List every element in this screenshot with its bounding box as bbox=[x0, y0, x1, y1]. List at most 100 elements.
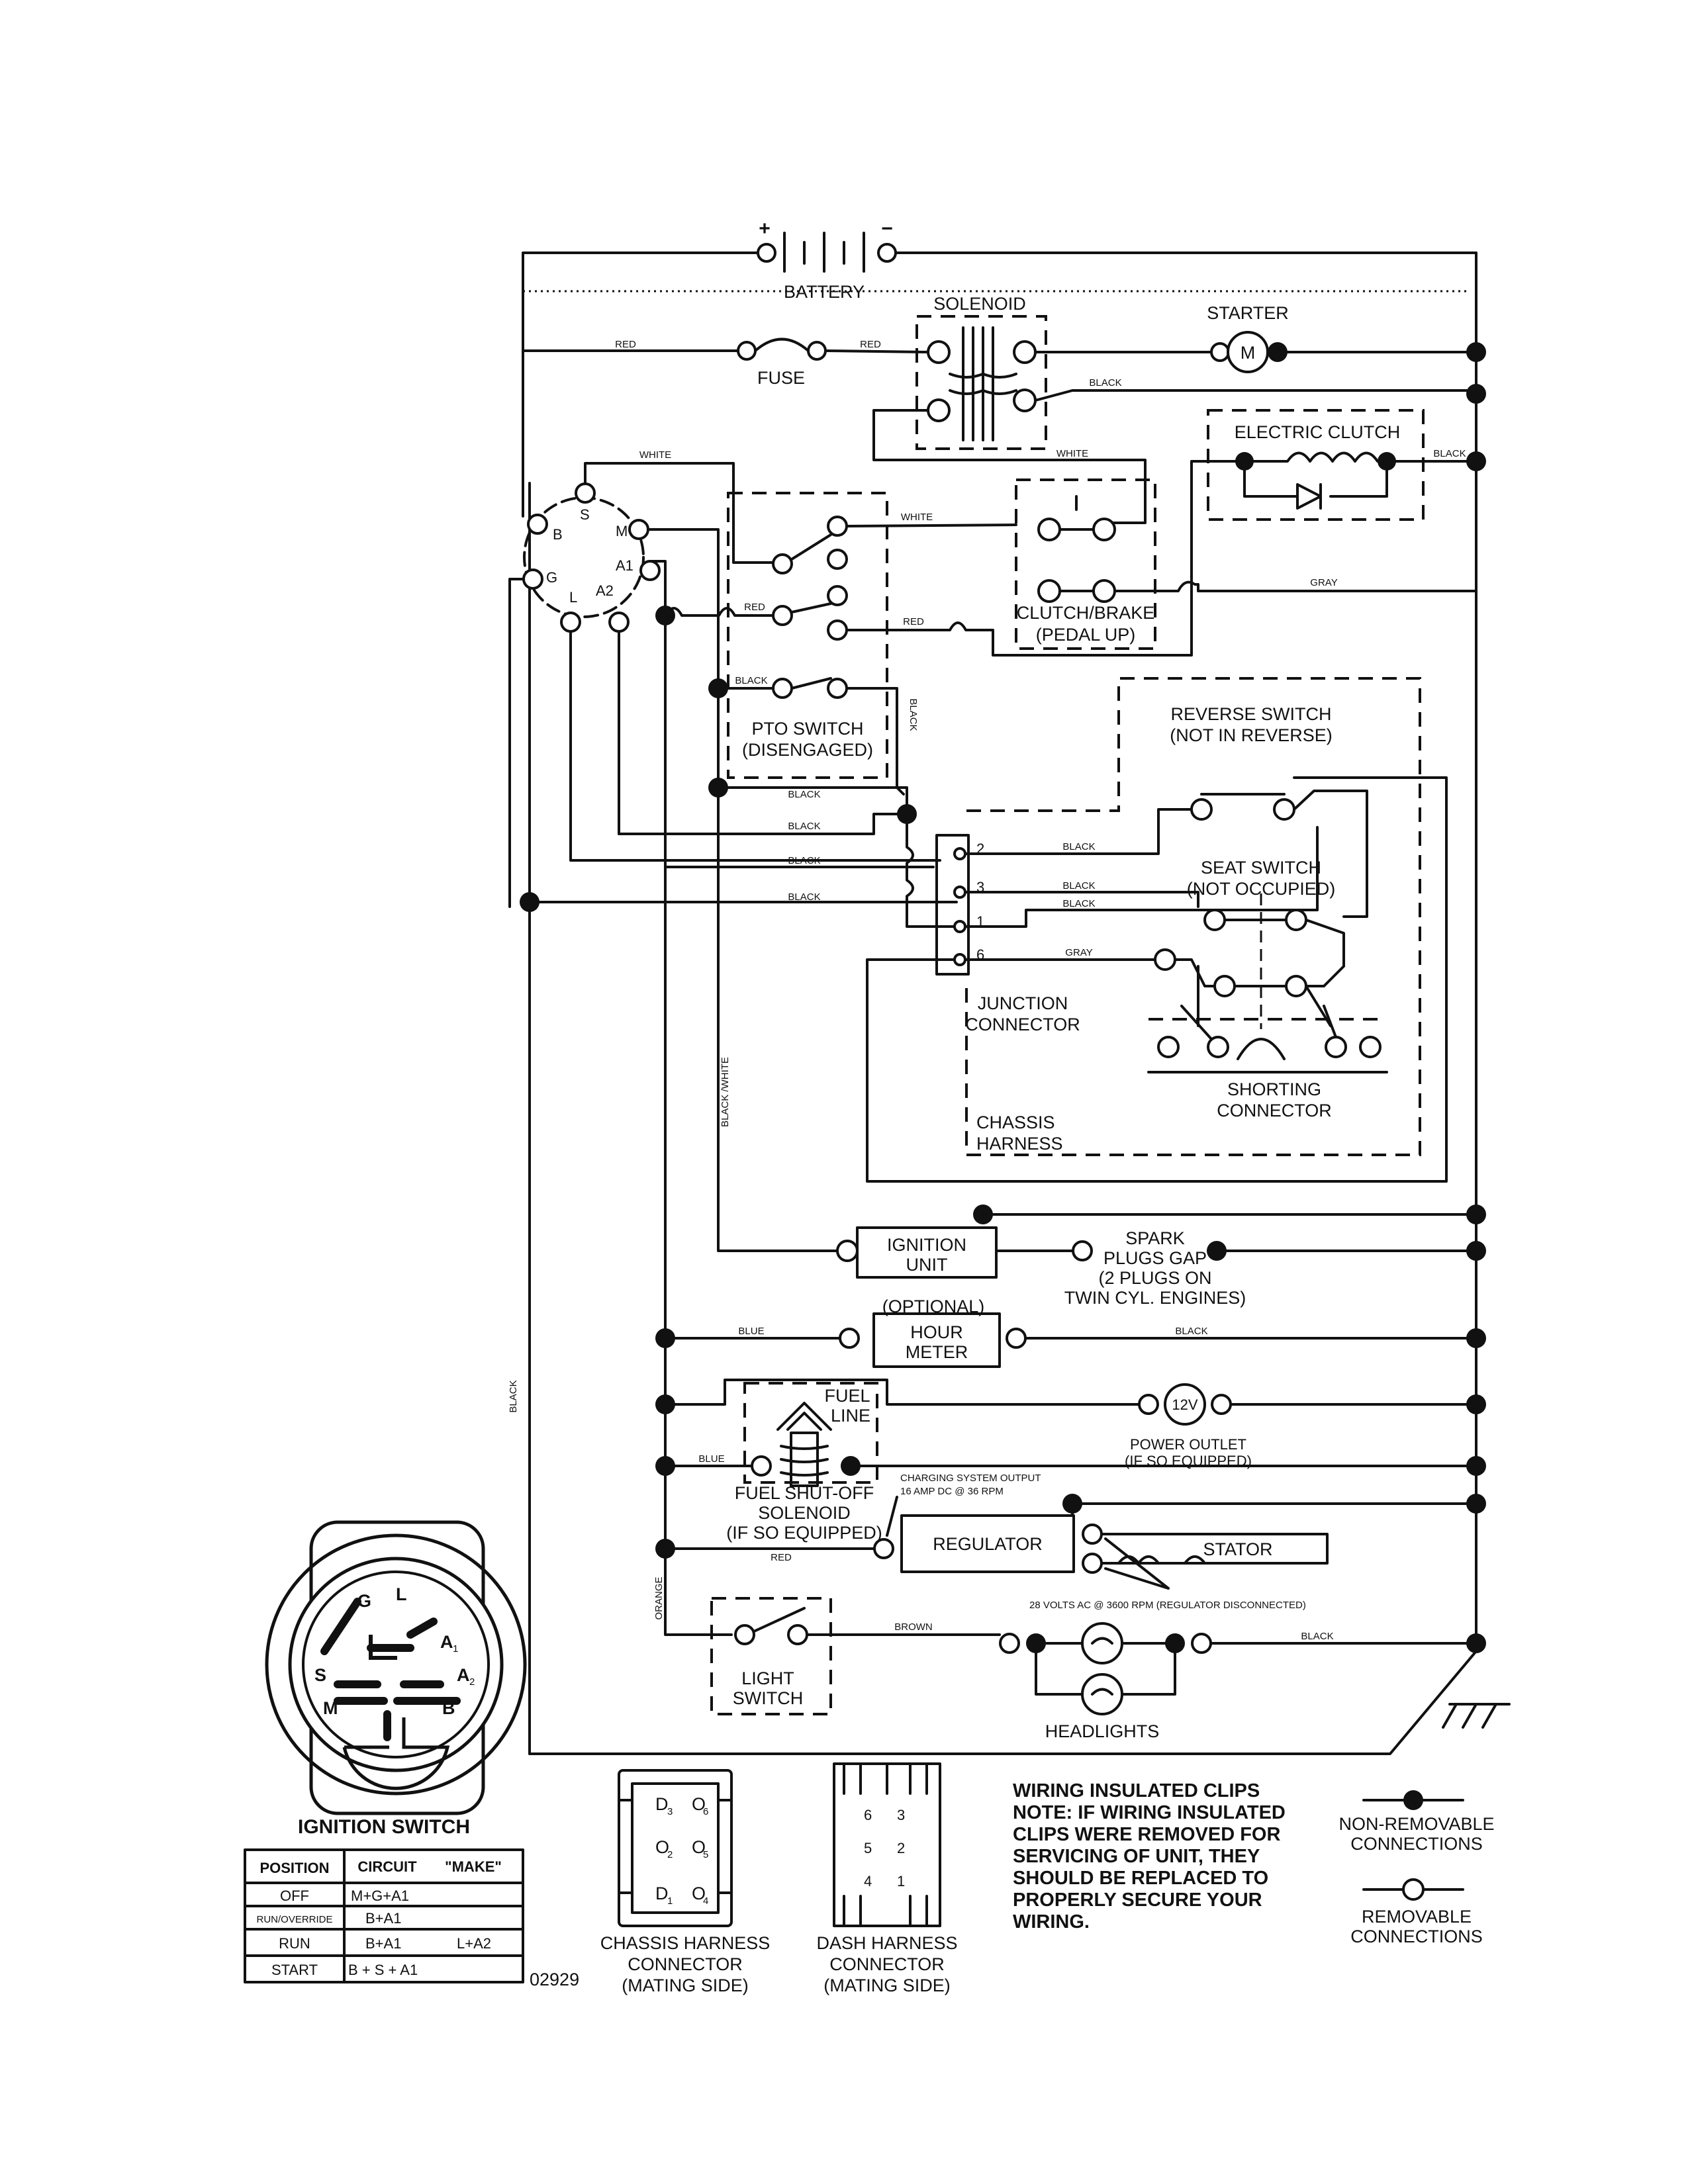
solenoid: SOLENOID bbox=[915, 294, 1047, 450]
chassis-pin-d3-sub: 3 bbox=[667, 1806, 673, 1817]
table-row-circuit: B + S + A1 bbox=[348, 1962, 418, 1978]
wire-label-black: BLACK bbox=[1301, 1631, 1333, 1642]
table-header-position: POSITION bbox=[259, 1860, 329, 1876]
pto-switch: WHITE RED RED BLACK BLACK PTO SWITCH (DI… bbox=[655, 492, 1017, 796]
wire-label-black: BLACK bbox=[508, 1380, 519, 1412]
clutch-brake-sublabel: (PEDAL UP) bbox=[1036, 625, 1136, 645]
wire-label-red: RED bbox=[744, 602, 765, 613]
regulator: CHARGING SYSTEM OUTPUT 16 AMP DC @ 36 RP… bbox=[655, 1473, 1486, 1611]
wire-label-red: RED bbox=[615, 339, 636, 350]
dash-connector-caption: DASH HARNESS bbox=[816, 1933, 957, 1953]
pto-sublabel: (DISENGAGED) bbox=[742, 740, 873, 760]
ign-pin-b: B bbox=[553, 526, 563, 543]
legend-non-removable: NON-REMOVABLE bbox=[1338, 1814, 1494, 1834]
spark-label-2: PLUGS GAP bbox=[1103, 1248, 1207, 1268]
starter: M STARTER bbox=[1034, 303, 1486, 373]
figure-number: 02929 bbox=[530, 1970, 579, 1989]
fuse-circuit: FUSE RED RED bbox=[522, 338, 929, 518]
wire-label-brown: BROWN bbox=[894, 1621, 933, 1633]
ign-pin-s: S bbox=[580, 506, 590, 523]
wire-label-red: RED bbox=[771, 1552, 792, 1563]
chassis-pin-o5-sub: 5 bbox=[703, 1849, 708, 1860]
feed-bus: ORANGE BLACK bbox=[508, 799, 733, 1636]
wire-label-black: BLACK bbox=[735, 675, 767, 686]
ignition-switch-schematic: B S M G A1 L A2 WHITE bbox=[508, 449, 941, 908]
dash-pin-4: 4 bbox=[864, 1873, 872, 1889]
chassis-sublabel: HARNESS bbox=[976, 1134, 1063, 1154]
ign-pin-m: M bbox=[616, 523, 628, 539]
ign-pin-g: G bbox=[546, 569, 557, 586]
battery-plus-label: + bbox=[759, 218, 771, 240]
shorting-sublabel: CONNECTOR bbox=[1217, 1101, 1332, 1120]
seat-label: SEAT SWITCH bbox=[1201, 858, 1321, 878]
wire-label-red: RED bbox=[903, 616, 924, 627]
fuel-line-sublabel: LINE bbox=[831, 1406, 870, 1426]
note-title: WIRING INSULATED CLIPS bbox=[1013, 1780, 1260, 1801]
stator-label: STATOR bbox=[1203, 1539, 1272, 1559]
reverse-switch: REVERSE SWITCH (NOT IN REVERSE) BLACK bbox=[965, 704, 1368, 918]
shorting-connector: SHORTING CONNECTOR bbox=[1147, 1005, 1388, 1120]
starter-label: STARTER bbox=[1207, 303, 1289, 323]
ignition-unit-sublabel: UNIT bbox=[906, 1255, 948, 1275]
hour-meter-label: HOUR bbox=[910, 1322, 963, 1342]
fuel-solenoid-sublabel: SOLENOID bbox=[758, 1503, 851, 1523]
dash-pin-6: 6 bbox=[864, 1807, 872, 1823]
clutch-brake-label: CLUTCH/BRAKE bbox=[1017, 603, 1155, 623]
switch-face-l: L bbox=[396, 1584, 407, 1604]
light-switch-label: LIGHT bbox=[741, 1668, 794, 1688]
wire-label-blue: BLUE bbox=[738, 1326, 764, 1337]
note-line: SHOULD BE REPLACED TO bbox=[1013, 1868, 1268, 1889]
optional-label: (OPTIONAL) bbox=[882, 1297, 985, 1316]
electric-clutch: ELECTRIC CLUTCH BLACK bbox=[992, 409, 1486, 657]
battery-minus-label: − bbox=[881, 218, 893, 240]
chassis-pin-o4: O bbox=[692, 1884, 706, 1903]
chassis-pin-o4-sub: 4 bbox=[703, 1895, 708, 1907]
wire-label-black: BLACK bbox=[1062, 841, 1095, 852]
dash-pin-1: 1 bbox=[897, 1873, 905, 1889]
wire-label-black: BLACK bbox=[788, 789, 820, 800]
clutch-brake-switch: CLUTCH/BRAKE (PEDAL UP) GRAY bbox=[1015, 478, 1477, 650]
spark-label-3: (2 PLUGS ON bbox=[1098, 1268, 1211, 1288]
dash-pin-5: 5 bbox=[864, 1840, 872, 1856]
table-header-make: "MAKE" bbox=[445, 1858, 502, 1875]
dash-pin-2: 2 bbox=[897, 1840, 905, 1856]
wire-label-blue: BLUE bbox=[698, 1453, 724, 1465]
switch-face-a2-sub: 2 bbox=[469, 1676, 475, 1688]
chassis-harness: CHASSIS HARNESS bbox=[965, 677, 1421, 1156]
wire-label-black: BLACK bbox=[1175, 1326, 1207, 1337]
wire-label-white: WHITE bbox=[639, 449, 671, 461]
table-row-circuit: B+A1 bbox=[365, 1910, 401, 1927]
wire-label-black-white: BLACK /WHITE bbox=[720, 1057, 731, 1127]
dash-connector-caption: (MATING SIDE) bbox=[823, 1976, 951, 1995]
volts-ac-label: 28 VOLTS AC @ 3600 RPM (REGULATOR DISCON… bbox=[1029, 1600, 1306, 1611]
table-row-extra: L+A2 bbox=[457, 1935, 491, 1952]
chassis-connector-caption: (MATING SIDE) bbox=[622, 1976, 749, 1995]
dash-pin-3: 3 bbox=[897, 1807, 905, 1823]
table-row-position: START bbox=[271, 1962, 318, 1978]
fuel-shutoff-solenoid: FUEL LINE BLUE FUEL SHUT-OFF SOLENOID (I… bbox=[655, 1382, 1486, 1543]
dash-harness-connector: 6 3 5 2 4 1 DASH HARNESS CONNECTOR (MATI… bbox=[816, 1762, 958, 1995]
switch-face-a1-sub: 1 bbox=[453, 1643, 458, 1655]
power-outlet-label: POWER OUTLET bbox=[1130, 1436, 1246, 1453]
wiring-note: WIRING INSULATED CLIPS NOTE: IF WIRING I… bbox=[1013, 1780, 1286, 1933]
light-switch-sublabel: SWITCH bbox=[733, 1688, 803, 1708]
wire-label-gray: GRAY bbox=[1065, 947, 1092, 958]
power-outlet: 12V POWER OUTLET (IF SO EQUIPPED) bbox=[655, 1379, 1486, 1469]
junction-sublabel: CONNECTOR bbox=[965, 1015, 1080, 1034]
chassis-connector-caption: CONNECTOR bbox=[628, 1954, 743, 1974]
legend-removable: CONNECTIONS bbox=[1350, 1927, 1483, 1946]
ignition-switch-face-icon: G L A 1 A 2 S M B IGNITION SWITCH bbox=[265, 1520, 527, 1838]
wire-label-black: BLACK bbox=[908, 698, 919, 731]
table-row-position: RUN/OVERRIDE bbox=[256, 1914, 332, 1925]
chassis-pin-d3: D bbox=[655, 1794, 669, 1814]
chassis-harness-connector: D 3 O 6 O 2 O 5 D 1 O 4 CHASSIS HARNESS … bbox=[600, 1769, 770, 1995]
ground-bus bbox=[528, 251, 1511, 1755]
ignition-switch-title: IGNITION SWITCH bbox=[298, 1816, 470, 1838]
ign-pin-a2: A2 bbox=[596, 582, 614, 599]
hour-meter: BLUE (OPTIONAL) HOUR METER BLACK bbox=[655, 1297, 1486, 1368]
wire-label-gray: GRAY bbox=[1310, 577, 1337, 588]
chassis-pin-o2: O bbox=[655, 1837, 669, 1857]
chassis-pin-d1-sub: 1 bbox=[667, 1895, 673, 1907]
shorting-label: SHORTING bbox=[1227, 1079, 1321, 1099]
